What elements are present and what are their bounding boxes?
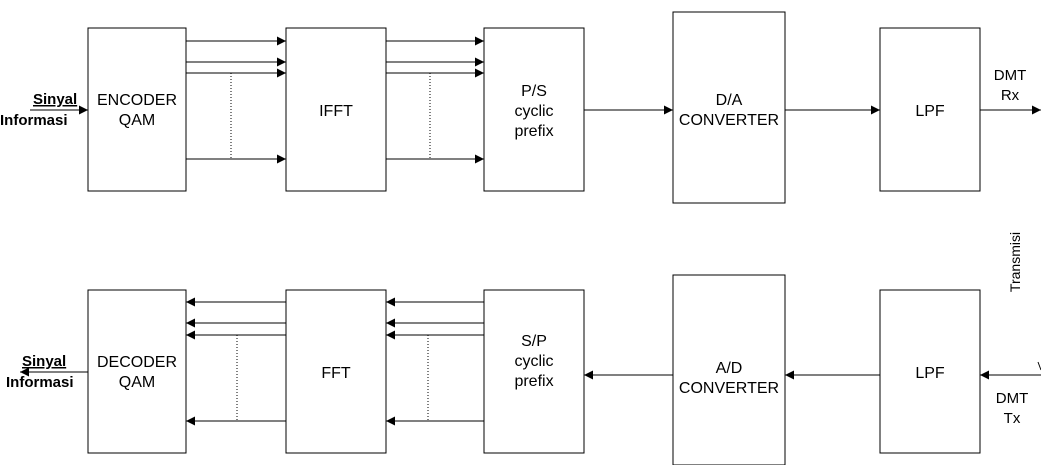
rx-input-label-2: Tx (1004, 410, 1021, 427)
sp-label-3: prefix (514, 373, 553, 390)
rx-output-label-1: Sinyal (22, 353, 66, 370)
encoder-label-1: ENCODER (97, 92, 177, 109)
decoder-label-2: QAM (119, 374, 155, 391)
rx-output-label-2: Informasi (6, 374, 74, 391)
ps-label-2: cyclic (514, 103, 553, 120)
tx-input-label-1: Sinyal (33, 91, 77, 108)
encoder-qam-block (88, 28, 186, 191)
tx-output-label-1: DMT (994, 67, 1027, 84)
decoder-qam-block (88, 290, 186, 453)
ps-label-3: prefix (514, 123, 553, 140)
transmission-channel-label: Transmisi (1007, 232, 1023, 292)
da-label-1: D/A (716, 92, 743, 109)
receiver-chain: DMT Tx LPF A/D CONVERTER S/P cyclic pref… (6, 275, 1041, 465)
rx-lpf-label: LPF (915, 365, 945, 382)
sp-label-2: cyclic (514, 353, 553, 370)
ad-label-1: A/D (716, 360, 743, 377)
tx-input-label-2: Informasi (0, 112, 68, 129)
ps-label-1: P/S (521, 83, 547, 100)
fft-label: FFT (321, 365, 351, 382)
encoder-label-2: QAM (119, 112, 155, 129)
ifft-label: IFFT (319, 103, 353, 120)
transmitter-chain: ENCODER QAM IFFT P/S cyclic prefix D/A C… (0, 12, 1041, 203)
sp-label-1: S/P (521, 333, 547, 350)
ad-label-2: CONVERTER (679, 380, 779, 397)
rx-input-label-1: DMT (996, 390, 1029, 407)
tx-output-label-2: Rx (1001, 87, 1020, 104)
tx-lpf-label: LPF (915, 103, 945, 120)
sp-cyclic-prefix-block (484, 290, 584, 453)
da-label-2: CONVERTER (679, 112, 779, 129)
decoder-label-1: DECODER (97, 354, 177, 371)
